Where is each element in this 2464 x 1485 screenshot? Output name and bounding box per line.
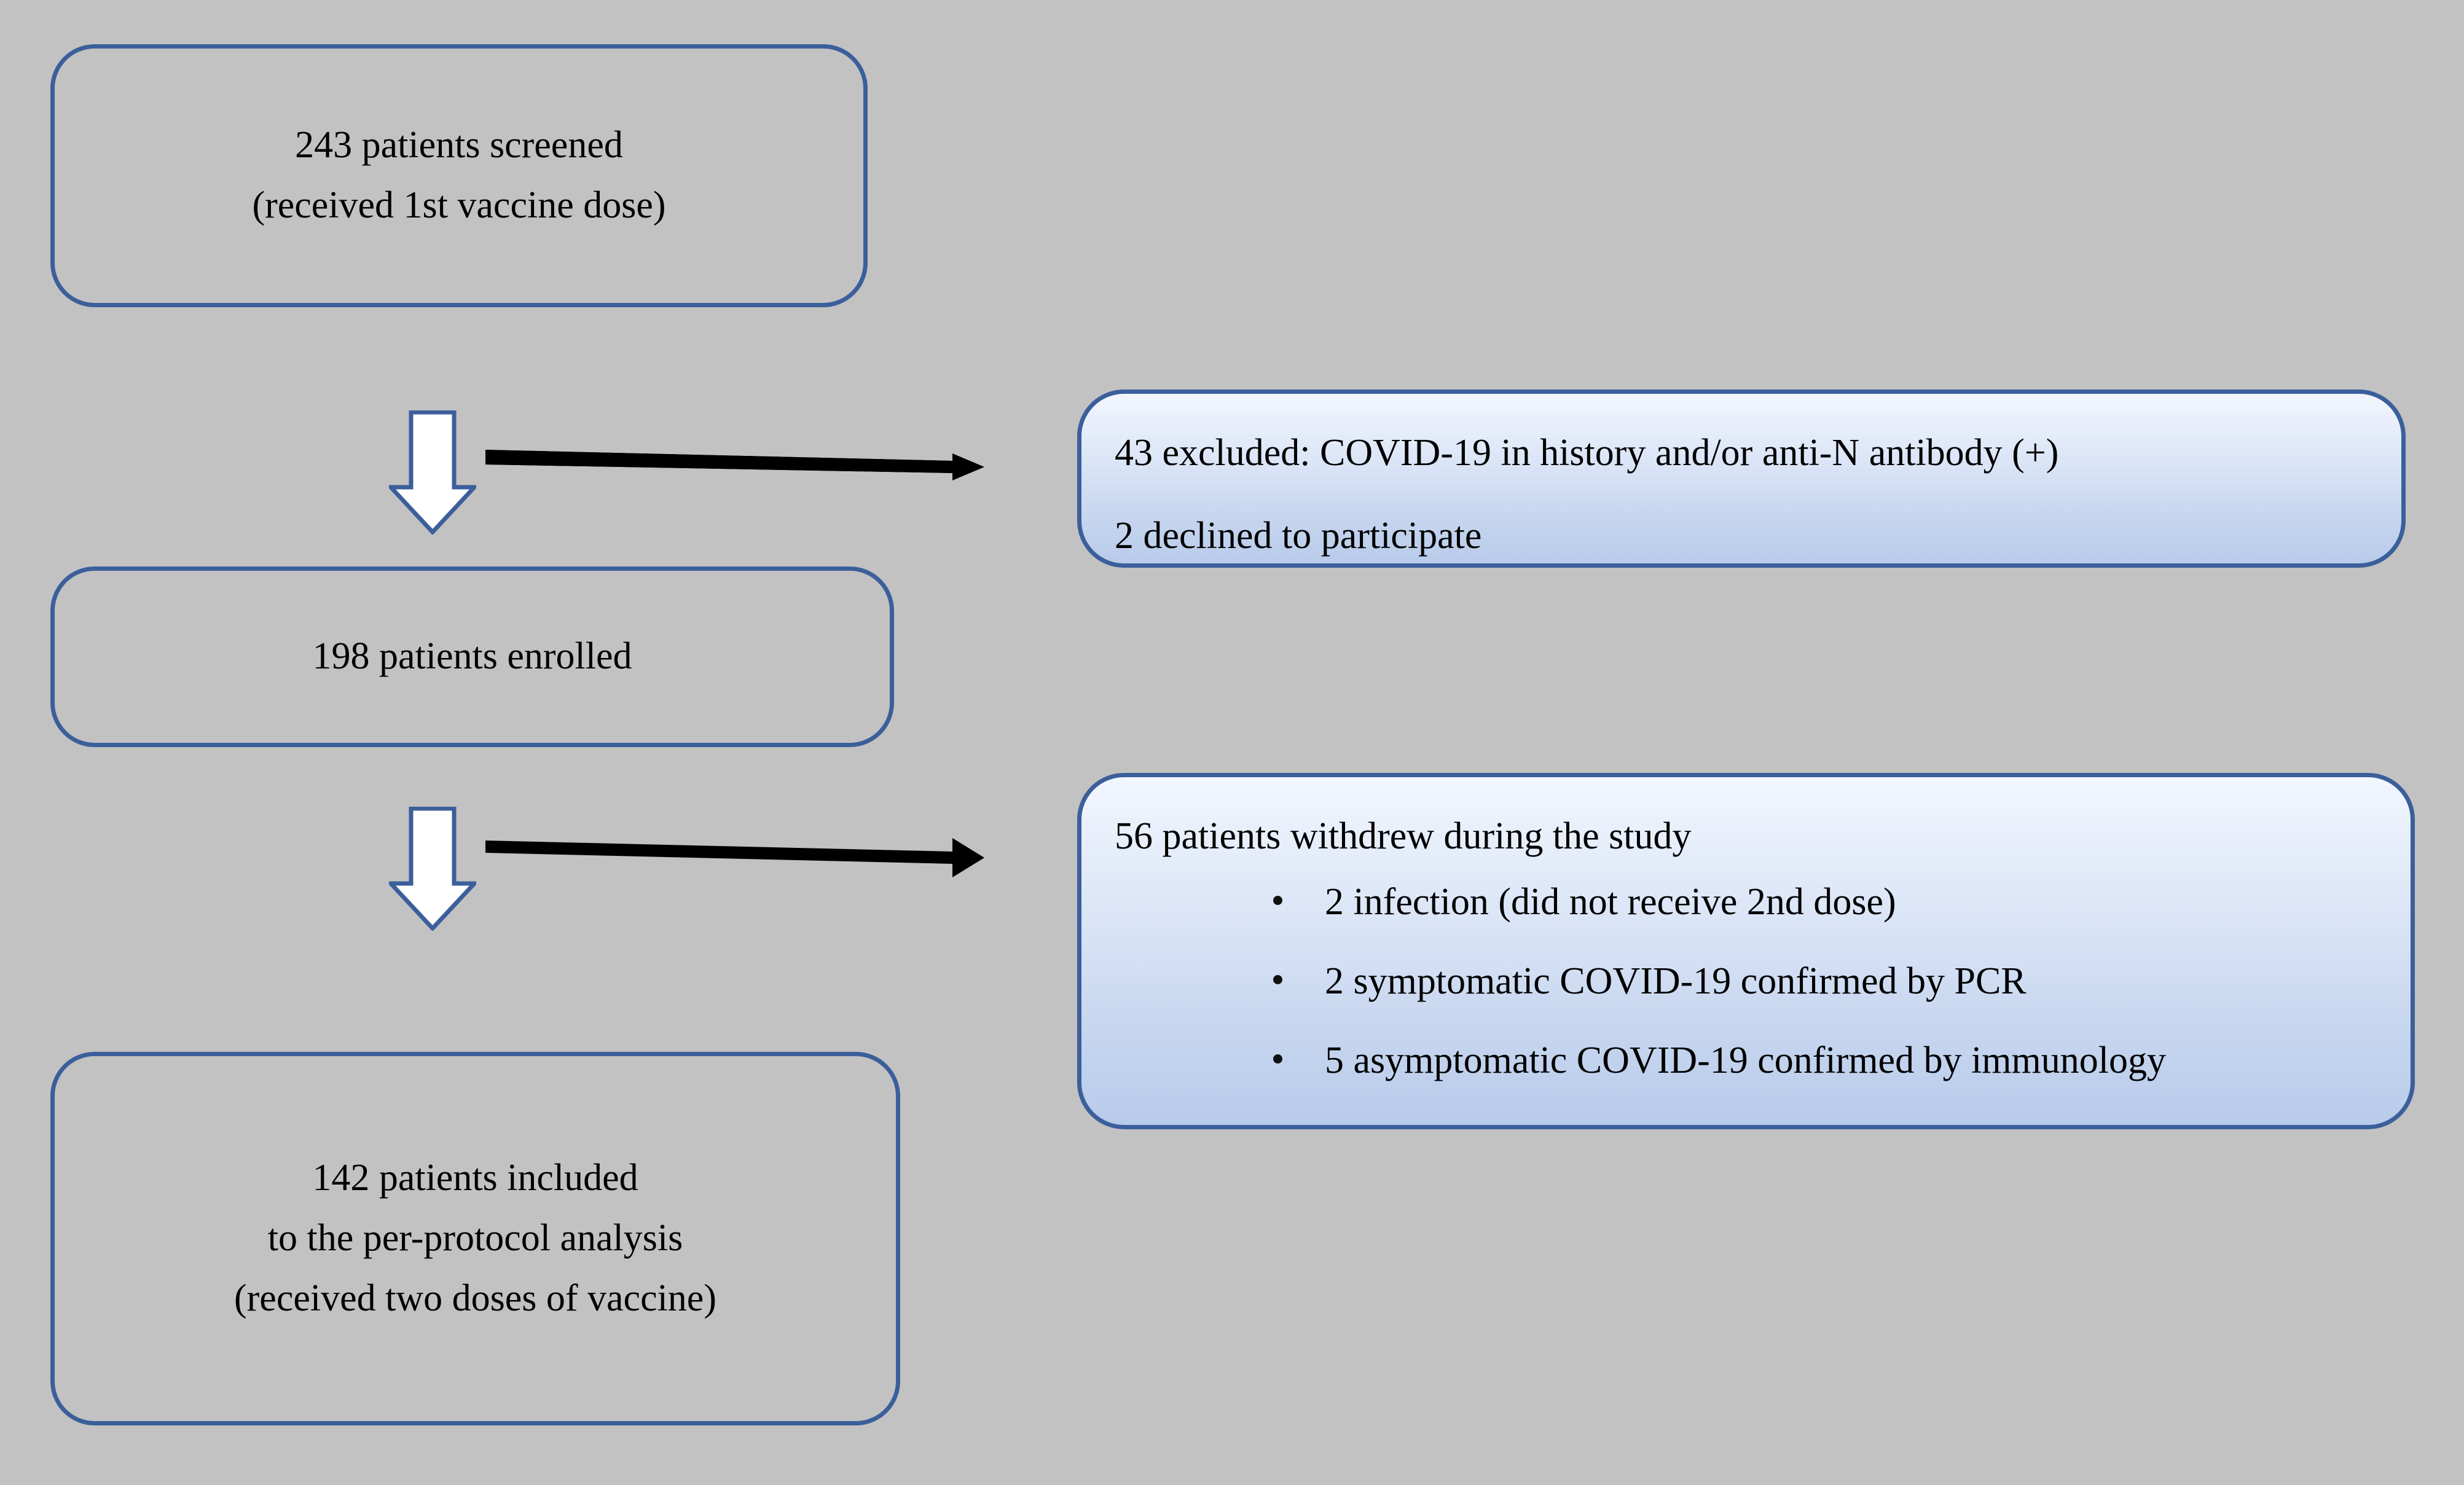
node-screened-line-1: 243 patients screened <box>295 124 623 167</box>
down-arrow-icon-2 <box>389 807 476 931</box>
withdrew-reason-4: 47 lost to follow-up <box>1325 1119 1626 1125</box>
node-included: 142 patients included to the per-protoco… <box>50 1052 900 1425</box>
withdrew-reason-3: 5 asymptomatic COVID-19 confirmed by imm… <box>1325 1040 2166 1081</box>
node-screened-line-2: (received 1st vaccine dose) <box>252 184 666 226</box>
connector-arrow-shape-1 <box>485 450 984 480</box>
node-included-line-1: 142 patients included <box>312 1157 638 1199</box>
connector-arrow-excluded <box>485 442 1002 492</box>
down-arrow-shape-2 <box>389 807 476 931</box>
node-included-line-3: (received two doses of vaccine) <box>234 1277 716 1319</box>
node-included-line-2: to the per-protocol analysis <box>267 1217 683 1260</box>
list-item: 5 asymptomatic COVID-19 confirmed by imm… <box>1268 1032 2377 1089</box>
list-item: 2 symptomatic COVID-19 confirmed by PCR <box>1268 953 2377 1010</box>
withdrew-reason-list: 2 infection (did not receive 2nd dose) 2… <box>1115 874 2377 1125</box>
list-item: 2 infection (did not receive 2nd dose) <box>1268 874 2377 931</box>
node-excluded: 43 excluded: COVID-19 in history and/or … <box>1077 390 2406 568</box>
node-excluded-line-1: 43 excluded: COVID-19 in history and/or … <box>1115 432 2059 474</box>
node-withdrew-heading: 56 patients withdrew during the study <box>1115 815 1692 857</box>
node-enrolled: 198 patients enrolled <box>50 566 894 747</box>
withdrew-reason-1: 2 infection (did not receive 2nd dose) <box>1325 881 1896 923</box>
node-enrolled-line-1: 198 patients enrolled <box>312 635 632 678</box>
down-arrow-shape-1 <box>389 410 476 535</box>
connector-arrow-withdrew <box>485 834 1002 884</box>
withdrew-reason-2: 2 symptomatic COVID-19 confirmed by PCR <box>1325 960 2027 1002</box>
list-item: 47 lost to follow-up <box>1268 1111 2377 1125</box>
node-excluded-line-2: 2 declined to participate <box>1115 515 1482 557</box>
node-withdrew: 56 patients withdrew during the study 2 … <box>1077 773 2415 1129</box>
node-screened: 243 patients screened (received 1st vacc… <box>50 44 868 307</box>
down-arrow-icon-1 <box>389 410 476 535</box>
connector-arrow-shape-2 <box>485 838 984 877</box>
